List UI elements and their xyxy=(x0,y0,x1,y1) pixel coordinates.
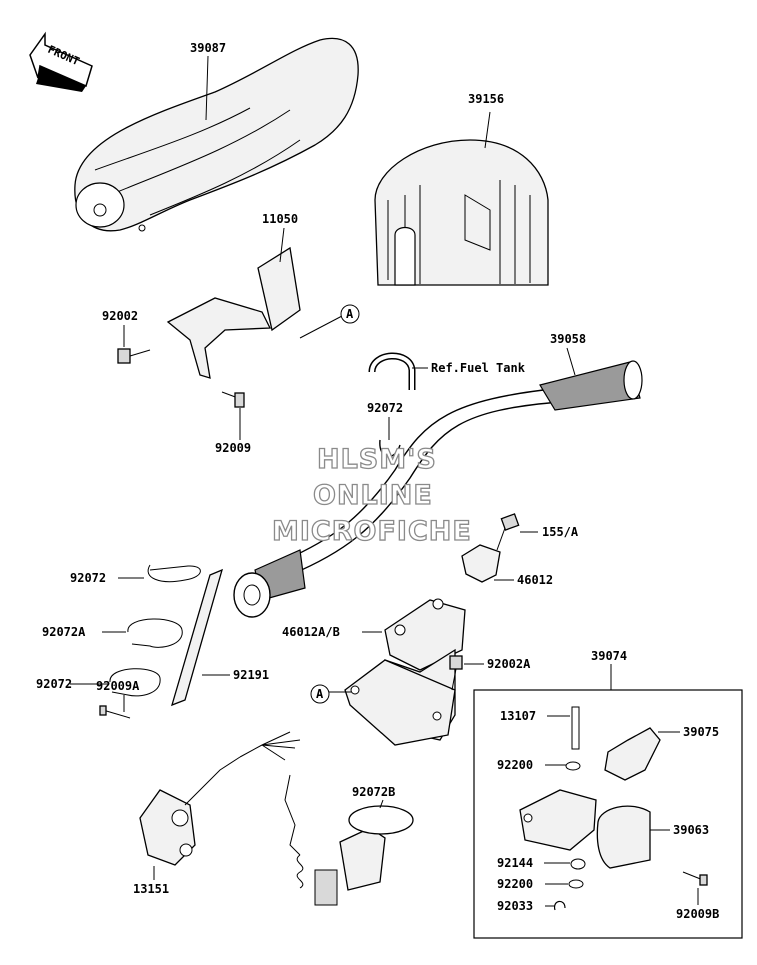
bracket-part xyxy=(166,246,301,379)
clamp-92072-b-part xyxy=(109,668,161,697)
callout-92002: 92002 xyxy=(102,309,138,323)
throttle-housing-part xyxy=(519,789,597,851)
callout-92072-a: 92072 xyxy=(70,571,106,585)
callout-39156: 39156 xyxy=(468,92,504,106)
screw-92009b-part xyxy=(682,871,708,886)
cover-39063-part xyxy=(596,805,651,869)
callout-39063: 39063 xyxy=(673,823,709,837)
callout-39058: 39058 xyxy=(550,332,586,346)
callout-92009a: 92009A xyxy=(96,679,140,693)
clamp-92072-top-part xyxy=(379,439,401,458)
screw-92009a-part xyxy=(99,705,131,719)
callout-39087: 39087 xyxy=(190,41,226,55)
callout-92200-a: 92200 xyxy=(497,758,533,772)
handlebar-cover-part xyxy=(74,37,359,232)
watermark: HLSM'S ONLINE MICROFICHE xyxy=(271,443,472,547)
circlip-92033-part xyxy=(553,900,566,911)
callout-92009: 92009 xyxy=(215,441,251,455)
bolt-92002-part xyxy=(117,348,151,364)
callout-92002a: 92002A xyxy=(487,657,531,671)
callout-92072-b: 92072 xyxy=(36,677,72,691)
lanyard-92072b-part xyxy=(284,774,414,906)
ref-marker-a-bottom xyxy=(310,684,330,704)
callout-92009b: 92009B xyxy=(676,907,719,921)
lever-39075-part xyxy=(604,727,661,781)
boot-cover-part xyxy=(374,139,549,286)
ref-marker-a-top-label: A xyxy=(346,307,354,321)
pin-13107-part xyxy=(571,706,580,750)
bolt-92002a-part xyxy=(449,655,463,691)
washer-92200-a-part xyxy=(565,761,581,771)
callout-92072b: 92072B xyxy=(352,785,395,799)
ref-marker-a-top xyxy=(340,304,360,324)
callout-39074: 39074 xyxy=(591,649,627,663)
bolt-155a-part xyxy=(496,513,520,551)
callout-92144: 92144 xyxy=(497,856,533,870)
watermark-line-2: ONLINE xyxy=(313,480,433,511)
screw-92009-part xyxy=(221,391,245,408)
callout-13107: 13107 xyxy=(500,709,536,723)
front-arrow-icon: FRONT xyxy=(29,31,93,92)
callout-92072a: 92072A xyxy=(42,625,86,639)
switch-13151-part xyxy=(139,731,301,866)
clamp-92072a-part xyxy=(127,618,183,648)
callout-39075: 39075 xyxy=(683,725,719,739)
clamp-92072-a-part xyxy=(147,564,201,583)
washer-92200-b-part xyxy=(568,879,584,889)
callout-13151: 13151 xyxy=(133,882,169,896)
callout-46012ab: 46012A/B xyxy=(282,625,340,639)
upper-clamp-part xyxy=(461,544,501,583)
ref-fuel-tank-note: Ref.Fuel Tank xyxy=(431,361,526,375)
callout-92072-top: 92072 xyxy=(367,401,403,415)
handlebar-part xyxy=(233,360,643,618)
watermark-line-1: HLSM'S xyxy=(317,444,437,475)
lower-holder-part xyxy=(344,598,466,746)
callout-11050: 11050 xyxy=(262,212,298,226)
callout-92033: 92033 xyxy=(497,899,533,913)
ref-marker-a-bottom-label: A xyxy=(316,687,324,701)
callout-46012: 46012 xyxy=(517,573,553,587)
watermark-line-3: MICROFICHE xyxy=(272,516,472,547)
callout-155a: 155/A xyxy=(542,525,579,539)
spring-92144-part xyxy=(570,858,586,870)
assembly-39074-frame xyxy=(473,689,743,939)
hose-92191-part xyxy=(171,568,223,707)
callout-92200-b: 92200 xyxy=(497,877,533,891)
callout-92191: 92191 xyxy=(233,668,269,682)
